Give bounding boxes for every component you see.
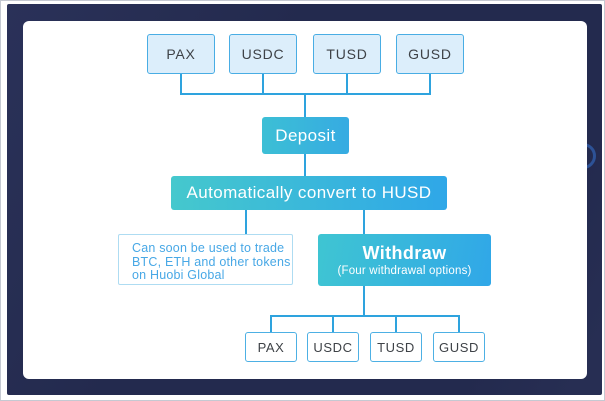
bottom-token-pax: PAX — [245, 332, 297, 362]
connector-line — [346, 74, 348, 95]
top-token-tusd: TUSD — [313, 34, 381, 74]
trade-note-box: Can soon be used to trade BTC, ETH and o… — [118, 234, 293, 285]
convert-to-husd-box: Automatically convert to HUSD — [171, 176, 447, 210]
top-token-gusd: GUSD — [396, 34, 464, 74]
connector-line — [363, 210, 365, 234]
connector-line — [262, 74, 264, 95]
deposit-box: Deposit — [262, 117, 349, 154]
trade-note-line: on Huobi Global — [132, 268, 225, 282]
connector-line — [395, 315, 397, 333]
connector-line — [332, 315, 334, 333]
trade-note-line: BTC, ETH and other tokens — [132, 254, 291, 269]
connector-line — [304, 154, 306, 176]
top-token-pax: PAX — [147, 34, 215, 74]
connector-line — [304, 93, 306, 117]
withdraw-sublabel: (Four withdrawal options) — [337, 265, 472, 278]
trade-note-line: Can soon be used to trade — [132, 241, 285, 255]
bottom-token-usdc: USDC — [307, 332, 359, 362]
bottom-token-gusd: GUSD — [433, 332, 485, 362]
connector-line — [363, 286, 365, 317]
connector-line — [180, 74, 182, 95]
connector-line — [429, 74, 431, 95]
connector-line — [270, 315, 272, 333]
bottom-token-tusd: TUSD — [370, 332, 422, 362]
withdraw-box: Withdraw (Four withdrawal options) — [318, 234, 491, 286]
connector-line — [458, 315, 460, 333]
connector-line — [245, 210, 247, 234]
connector-line — [270, 315, 460, 317]
withdraw-label: Withdraw — [362, 242, 447, 263]
top-token-usdc: USDC — [229, 34, 297, 74]
